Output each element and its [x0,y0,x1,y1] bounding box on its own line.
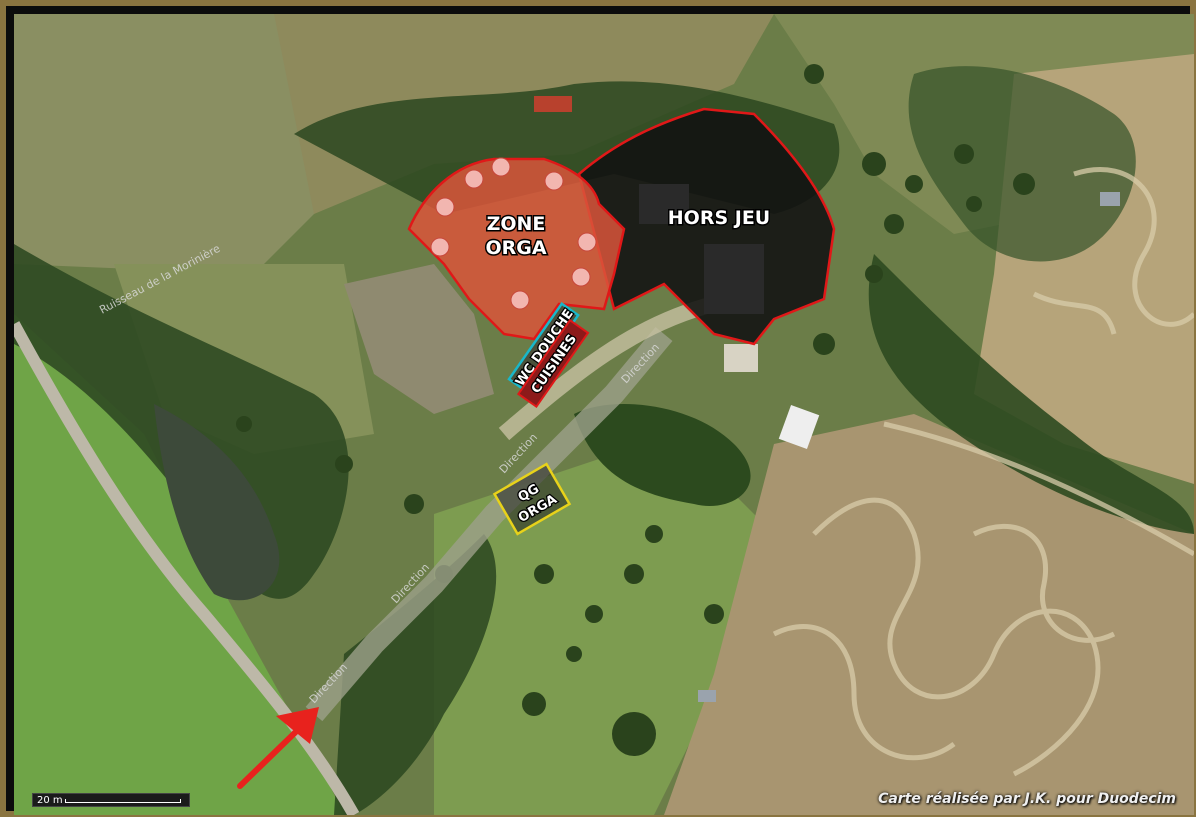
zone-qg-orga[interactable]: QG ORGA [492,462,572,536]
scale-label: 20 m [37,795,63,806]
orga-label-line1: ZONE [487,213,546,235]
shed-south [698,690,716,702]
map-canvas: HORS JEU ZONE ORGA WC DOUCHE CUISINES [14,14,1194,815]
hors-jeu-buildings [639,184,764,314]
entrance-arrow-icon [237,707,319,789]
white-tent [778,404,820,450]
pond [154,404,280,601]
dirt-tracks [772,167,1194,777]
hedge-east [868,254,1194,534]
scale-bar: 20 m [32,793,190,807]
field-southeast [664,414,1194,815]
orga-tents [430,157,597,310]
courtyard-path [498,296,716,441]
main-road [14,321,360,815]
tree-cluster-center [574,404,751,506]
orga-label-line2: ORGA [485,237,546,259]
camp-ground [344,264,494,414]
zone-orga[interactable] [407,157,626,341]
zone-hors-jeu[interactable] [577,107,836,346]
hors-jeu-label: HORS JEU [668,207,770,229]
satellite-map[interactable]: HORS JEU ZONE ORGA WC DOUCHE CUISINES [14,14,1194,815]
red-roof-building [534,96,572,112]
scale-line [65,799,181,803]
trees-northeast [908,66,1136,262]
map-credit: Carte réalisée par J.K. pour Duodecim [878,791,1176,807]
shed-east [1100,192,1120,206]
access-path [305,326,673,722]
woodland-south [334,534,497,815]
white-building [724,344,758,372]
